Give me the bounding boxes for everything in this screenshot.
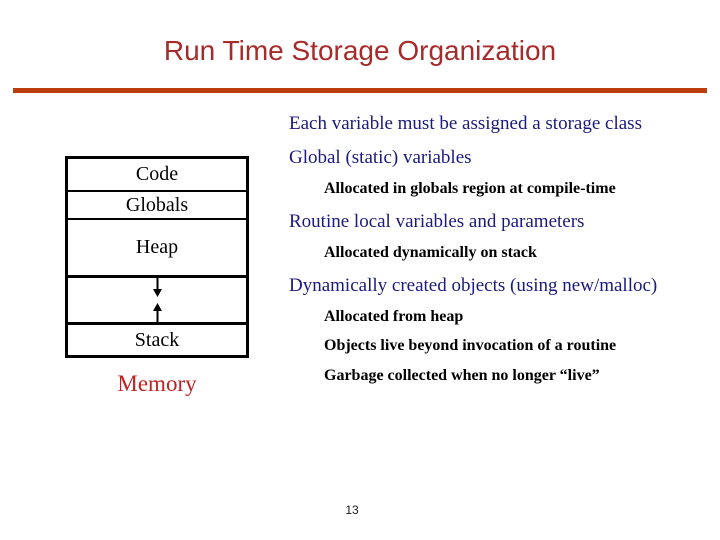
segment-label-globals: Globals bbox=[125, 193, 189, 216]
diagram-segment-globals: Globals bbox=[68, 192, 246, 220]
segment-label-code: Code bbox=[135, 163, 179, 185]
detail-allocated-dynamically-stack: Allocated dynamically on stack bbox=[324, 244, 537, 261]
detail-objects-live-beyond: Objects live beyond invocation of a rout… bbox=[324, 337, 617, 354]
detail-garbage-collected: Garbage collected when no longer “live” bbox=[324, 367, 600, 384]
heading-routine-local-variables: Routine local variables and parameters bbox=[289, 211, 585, 232]
diagram-segment-stack: Stack bbox=[68, 325, 246, 355]
memory-diagram: Code Globals Heap Stack bbox=[65, 156, 249, 358]
heap-grows-down-arrow-icon bbox=[152, 278, 162, 297]
detail-allocated-globals-region: Allocated in globals region at compile-t… bbox=[324, 180, 616, 197]
diagram-segment-code: Code bbox=[68, 159, 246, 192]
heading-dynamically-created-objects: Dynamically created objects (using new/m… bbox=[289, 275, 658, 296]
heading-global-variables: Global (static) variables bbox=[289, 147, 472, 168]
storage-class-intro: Each variable must be assigned a storage… bbox=[289, 113, 642, 134]
stack-grows-up-arrow-icon bbox=[152, 303, 162, 322]
segment-label-stack: Stack bbox=[134, 328, 180, 351]
diagram-segment-heap: Heap bbox=[68, 220, 246, 278]
page-number: 13 bbox=[345, 503, 359, 517]
detail-allocated-from-heap: Allocated from heap bbox=[324, 308, 464, 325]
segment-label-heap: Heap bbox=[135, 236, 179, 258]
page-title: Run Time Storage Organization bbox=[163, 35, 557, 66]
title-divider bbox=[13, 88, 707, 93]
diagram-growth-gap bbox=[68, 278, 246, 325]
memory-caption: Memory bbox=[117, 371, 197, 396]
